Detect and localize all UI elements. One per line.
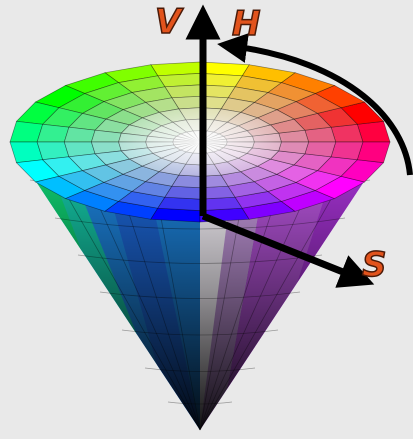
color-wheel-cell <box>331 142 363 160</box>
color-wheel-cell <box>64 127 95 142</box>
s-axis-label: S <box>362 245 387 285</box>
v-axis-label: V <box>155 2 184 42</box>
h-axis-label: H <box>232 4 260 44</box>
color-wheel-cell <box>158 73 200 86</box>
color-wheel-cell <box>37 124 69 142</box>
color-wheel-cell <box>158 197 200 210</box>
color-wheel-cell <box>305 142 336 157</box>
